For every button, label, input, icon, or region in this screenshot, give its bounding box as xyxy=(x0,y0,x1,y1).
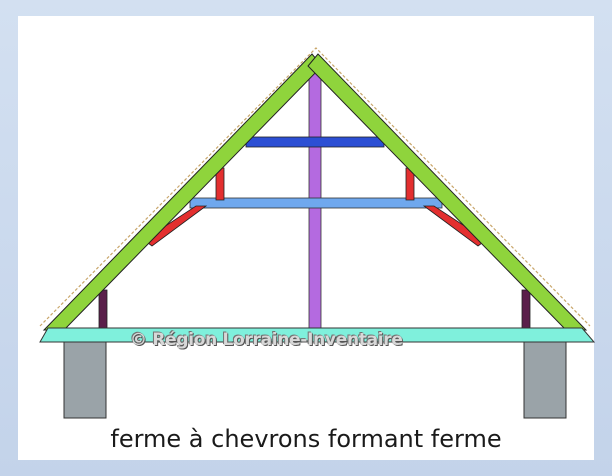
brace-left xyxy=(143,167,225,247)
roof-edge xyxy=(39,47,591,327)
ashlar-post-left xyxy=(98,289,108,333)
copyright-watermark: © Région Lorraine-Inventaire xyxy=(130,330,403,350)
rafter-right xyxy=(307,53,588,331)
tie-beam xyxy=(39,327,596,343)
wall-left xyxy=(63,341,107,419)
collar-tie xyxy=(245,136,385,148)
wall-right xyxy=(523,341,567,419)
diagram-caption: ferme à chevrons formant ferme xyxy=(110,425,502,453)
diagram-panel xyxy=(18,16,594,460)
ashlar-post-right xyxy=(521,289,531,333)
strut-beam xyxy=(189,197,443,209)
rafter-left xyxy=(42,53,323,331)
